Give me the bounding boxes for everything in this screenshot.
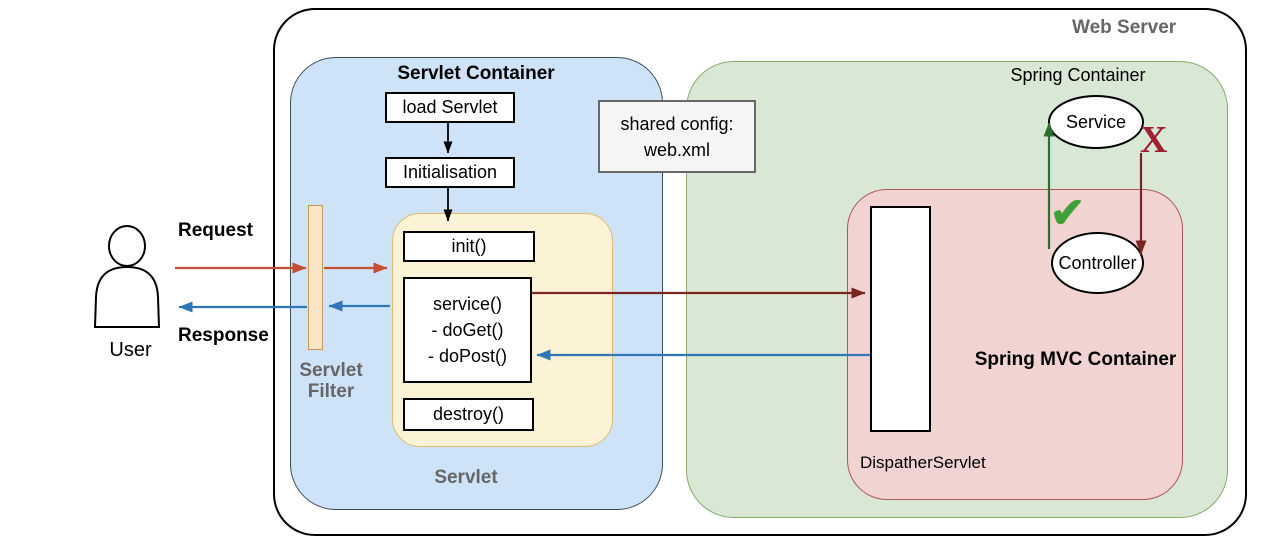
x-mark-icon: X [1140,119,1168,161]
init-method-box: init() [403,231,535,262]
load-servlet-text: load Servlet [402,97,498,117]
shared-config-line2: web.xml [643,139,710,160]
service-method-text: service() [432,294,502,314]
load-servlet-box: load Servlet [385,92,515,123]
user-label: User [109,339,152,361]
initialisation-box: Initialisation [385,157,515,188]
request-label: Request [178,220,253,241]
servlet-label: Servlet [434,467,498,488]
doget-method-text: - doGet() [431,320,504,340]
dopost-method-text: - doPost() [427,346,508,366]
init-method-text: init() [451,236,487,256]
check-mark-icon: ✔ [1050,189,1086,236]
controller-bean: Controller [1051,232,1144,294]
shared-config-line1: shared config: [620,113,734,134]
response-label: Response [178,325,269,346]
web-server-title: Web Server [1072,17,1177,38]
service-bean-label: Service [1065,111,1127,132]
servlet-filter-label: Servlet Filter [289,360,373,402]
service-method-box: service() - doGet() - doPost() [403,277,532,383]
spring-container-title: Spring Container [1010,65,1146,85]
initialisation-text: Initialisation [402,162,498,182]
controller-bean-label: Controller [1058,252,1137,273]
user-icon [93,225,161,328]
servlet-filter-bar [308,205,323,350]
service-bean: Service [1048,95,1144,149]
destroy-method-box: destroy() [403,398,534,431]
shared-config-box: shared config: web.xml [598,100,756,173]
dispatcher-servlet-rect [870,206,931,432]
servlet-container-title: Servlet Container [397,63,555,84]
destroy-method-text: destroy() [432,404,504,424]
servlet-filter-label-line1: Servlet [299,360,363,381]
servlet-filter-label-line2: Filter [307,381,355,402]
spring-mvc-container-title: Spring MVC Container [974,349,1177,370]
dispatcher-servlet-label: DispatherServlet [860,453,986,472]
